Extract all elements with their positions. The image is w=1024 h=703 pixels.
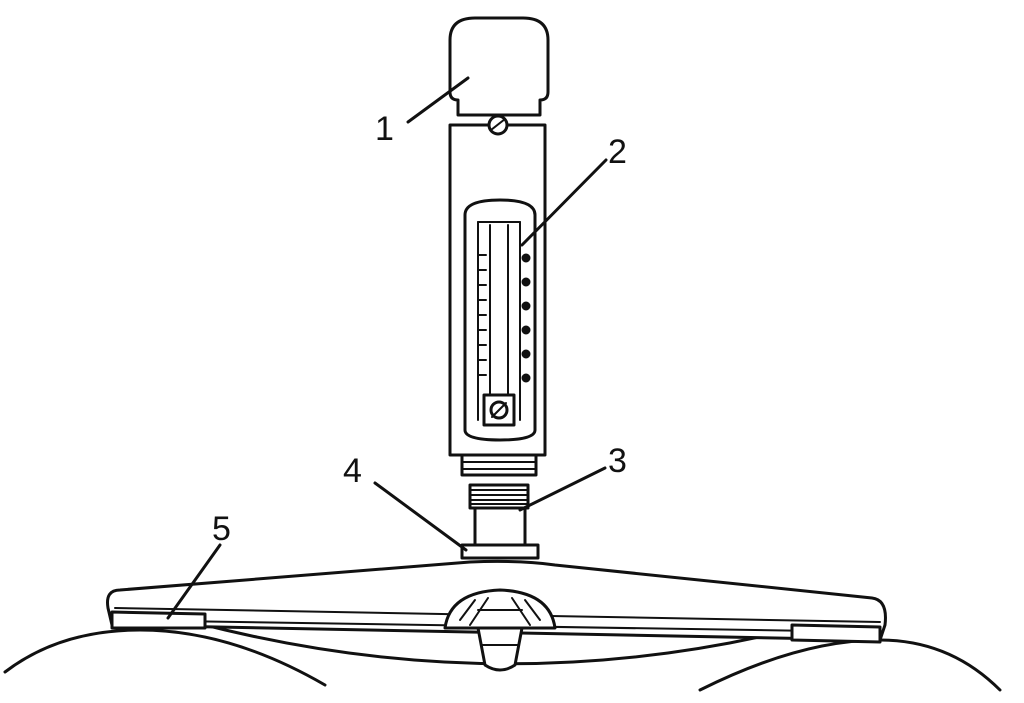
gauge-body <box>448 114 547 457</box>
label-3: 3 <box>608 442 627 480</box>
right-foot <box>790 623 882 644</box>
label-1: 1 <box>375 110 394 148</box>
base-collar <box>460 543 540 560</box>
leader-3 <box>518 466 607 512</box>
leader-4 <box>373 481 468 552</box>
scale-ticks <box>477 254 487 376</box>
float-marker <box>482 393 516 427</box>
center-boss <box>443 588 557 672</box>
lower-neck <box>460 453 538 477</box>
leader-lines <box>166 76 608 620</box>
gauge-window <box>463 198 537 442</box>
stem <box>460 453 540 560</box>
scale-dots <box>521 253 531 383</box>
base-plate <box>106 559 887 672</box>
label-5: 5 <box>212 510 231 548</box>
threaded-nut <box>468 483 530 510</box>
leader-1 <box>406 76 470 124</box>
leader-2 <box>520 158 608 247</box>
leader-5 <box>166 543 222 620</box>
stem-shaft <box>473 503 527 547</box>
callout-labels: 1 2 3 4 5 <box>212 110 627 548</box>
label-2: 2 <box>608 133 627 171</box>
label-4: 4 <box>343 452 362 490</box>
top-cap <box>448 16 550 117</box>
left-foot <box>110 610 207 630</box>
